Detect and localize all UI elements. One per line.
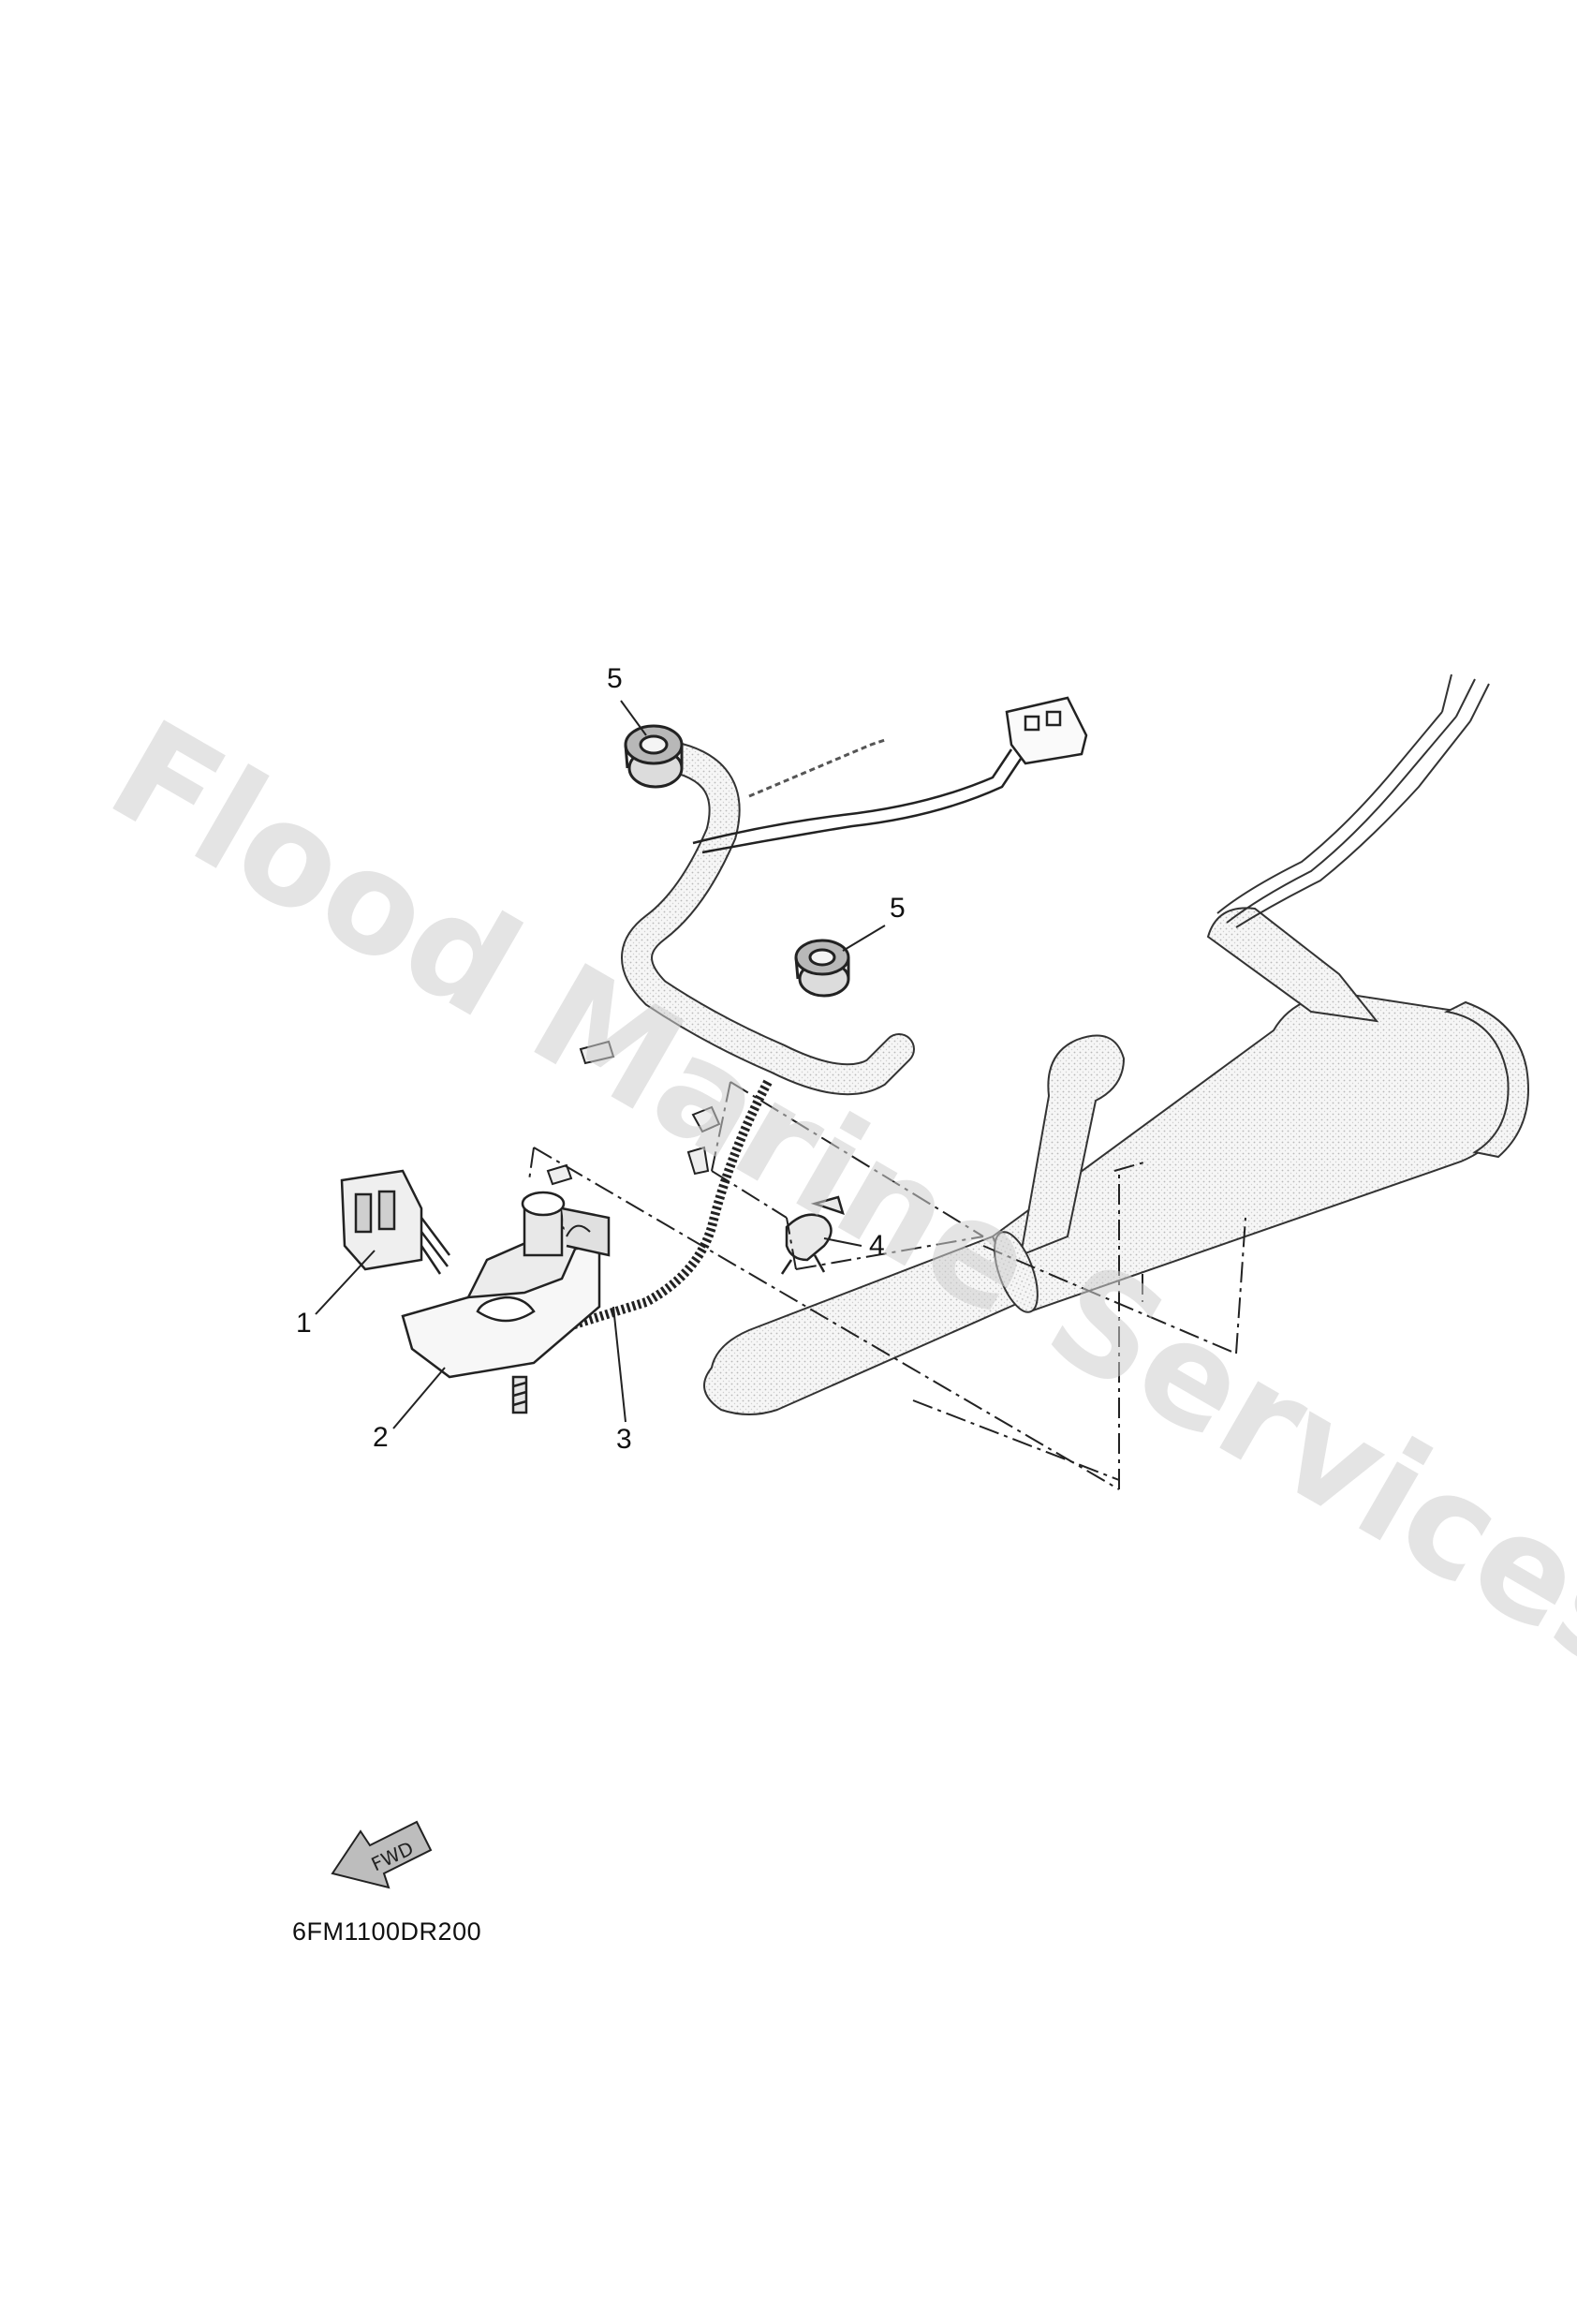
alignment-lines <box>528 1081 1246 1490</box>
grommet-5b <box>794 939 850 998</box>
switch-bracket <box>401 1191 611 1414</box>
tiller-handle <box>703 907 1529 1415</box>
fwd-arrow: FWD <box>331 1820 433 1889</box>
diagram-reference-code: 6FM1100DR200 <box>292 1917 482 1946</box>
grommet-5a <box>624 724 684 789</box>
callout-5-upper: 5 <box>607 663 623 694</box>
tiller-cables <box>1216 674 1490 928</box>
leader-lines <box>315 700 886 1429</box>
cable-clamp <box>780 1195 845 1275</box>
harness-connector <box>1005 696 1088 765</box>
callout-5-lower: 5 <box>890 893 906 924</box>
callout-3: 3 <box>616 1424 632 1455</box>
small-fasteners <box>546 1040 721 1237</box>
callout-1: 1 <box>296 1308 312 1339</box>
callout-2: 2 <box>373 1422 389 1453</box>
callout-4: 4 <box>869 1230 885 1261</box>
sensor-connector <box>340 1169 450 1275</box>
